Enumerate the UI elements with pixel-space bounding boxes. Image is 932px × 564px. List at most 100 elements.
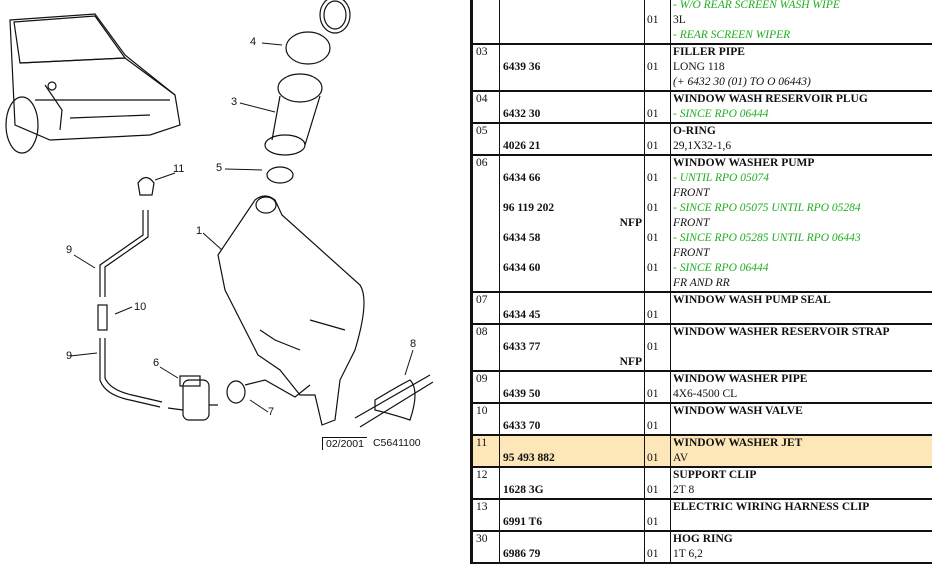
part-number [500,45,645,60]
callout-9-upper: 9 [66,244,73,256]
quantity [645,293,671,308]
part-number: 6432 30 [500,107,645,122]
ref-number [473,451,500,466]
description: WINDOW WASH RESERVOIR PLUG [673,93,868,105]
quantity [645,124,671,139]
quantity: 01 [645,201,671,216]
quantity [645,468,671,483]
diagram-drawing [5,0,434,428]
table-row[interactable]: 13 ELECTRIC WIRING HARNESS CLIP 6991 T6 01 [473,500,932,532]
ref-number: 13 [473,500,500,515]
part-number-text: 6991 T6 [503,516,543,528]
part-number: 6433 70 [500,419,645,434]
quantity [645,532,671,547]
description: - UNTIL RPO 05074 [673,172,769,184]
description: SUPPORT CLIP [673,469,757,481]
ref-number: 30 [473,532,500,547]
car-illustration [5,13,181,154]
part-number-text: 95 493 882 [503,452,555,464]
description: - W/O REAR SCREEN WASH WIPE [673,0,840,11]
description: - SINCE RPO 05075 UNTIL RPO 05284 [673,202,861,214]
ref-number: 07 [473,293,500,308]
quantity [645,75,671,90]
part-number: 96 119 202 [500,201,645,216]
ref-number [473,547,500,562]
table-line: 6991 T6 01 [473,515,932,530]
part-number [500,276,645,291]
description: 3L [673,14,686,26]
ref-number: 12 [473,468,500,483]
quantity [645,500,671,515]
quantity: 01 [645,308,671,323]
description: 1T 6,2 [673,548,703,560]
description [671,515,932,530]
quantity [645,186,671,201]
description: 4X6-4500 CL [673,388,738,400]
ref-number [473,387,500,402]
diagram-code: C5641100 [372,437,421,449]
part-number [500,404,645,419]
ref-number [473,139,500,154]
ref-number [473,340,500,355]
part-number-text: 6439 50 [503,388,541,400]
quantity: 01 [645,547,671,562]
quantity [645,45,671,60]
description: ELECTRIC WIRING HARNESS CLIP [673,501,870,513]
part-number: 6434 45 [500,308,645,323]
description: - SINCE RPO 06444 [673,108,769,120]
part-number-text: 6434 66 [503,172,541,184]
ref-number [473,308,500,323]
ref-number [473,276,500,291]
quantity [645,216,671,231]
part-number: NFP [500,355,645,370]
description: - SINCE RPO 06444 [673,262,769,274]
ref-number [473,107,500,122]
ref-number [473,231,500,246]
ref-number: 05 [473,124,500,139]
description: FILLER PIPE [673,46,745,58]
description: FRONT [673,247,710,259]
part-number: 95 493 882 [500,451,645,466]
description: AV [673,452,689,464]
ref-number [473,483,500,498]
part-number: 6434 58 [500,231,645,246]
table-line: NFP [473,355,932,370]
ref-number [473,355,500,370]
part-number: 6433 77 [500,340,645,355]
part-number: 6439 50 [500,387,645,402]
part-number: 6434 66 [500,171,645,186]
callout-1: 1 [196,225,203,237]
quantity: 01 [645,515,671,530]
part-number [500,0,645,13]
table-line: - REAR SCREEN WIPER [473,28,932,43]
table-line: 96 119 202 01- SINCE RPO 05075 UNTIL RPO … [473,201,932,216]
quantity: 01 [645,171,671,186]
quantity [645,276,671,291]
part-number-text: 96 119 202 [503,202,555,214]
table-line: 6434 66 01- UNTIL RPO 05074 [473,171,932,186]
description: - REAR SCREEN WIPER [673,29,791,41]
